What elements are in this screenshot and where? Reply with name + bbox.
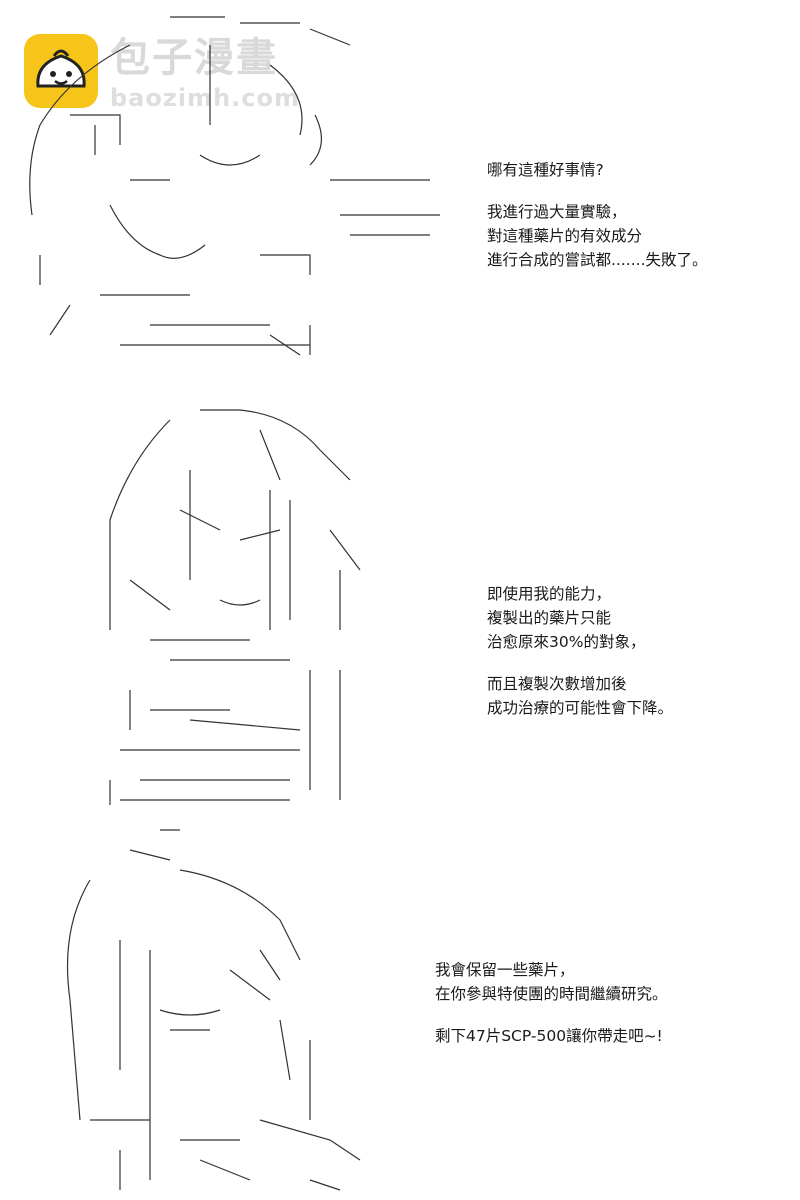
watermark-url: baozimh.com: [110, 84, 300, 112]
dialogue-box-1: 哪有這種好事情? 我進行過大量實驗， 對這種藥片的有效成分 進行合成的嘗試都..…: [487, 158, 708, 272]
dialogue-line: 在你參與特使團的時間繼續研究。: [435, 985, 668, 1003]
dialogue-line: 複製出的藥片只能: [487, 609, 612, 627]
dialogue-line: 進行合成的嘗試都.......失敗了。: [487, 251, 708, 269]
dialogue-line: 對這種藥片的有效成分: [487, 227, 643, 245]
dialogue-line: 我進行過大量實驗，: [487, 203, 627, 221]
dialogue-line: 我會保留一些藥片，: [435, 961, 575, 979]
watermark-title: 包子漫畫: [110, 35, 278, 81]
dialogue-line: 剩下47片SCP-500讓你帶走吧~!: [435, 1027, 663, 1045]
comic-panel-3: 我會保留一些藥片， 在你參與特使團的時間繼續研究。 剩下47片SCP-500讓你…: [0, 815, 800, 1200]
dialogue-line: 而且複製次數增加後: [487, 675, 627, 693]
ascii-art-character-1: [10, 5, 460, 375]
dialogue-line: 成功治療的可能性會下降。: [487, 699, 674, 717]
dialogue-box-2: 即使用我的能力， 複製出的藥片只能 治愈原來30%的對象， 而且複製次數增加後 …: [487, 582, 673, 720]
comic-panel-2: 即使用我的能力， 複製出的藥片只能 治愈原來30%的對象， 而且複製次數增加後 …: [0, 395, 800, 815]
dialogue-line: 治愈原來30%的對象，: [487, 633, 646, 651]
site-watermark: 包子漫畫 baozimh.com: [24, 34, 324, 114]
dialogue-line: 即使用我的能力，: [487, 585, 612, 603]
ascii-art-character-3: [30, 820, 410, 1195]
dialogue-box-3: 我會保留一些藥片， 在你參與特使團的時間繼續研究。 剩下47片SCP-500讓你…: [435, 958, 668, 1048]
ascii-art-character-2: [90, 400, 380, 810]
dialogue-line: 哪有這種好事情?: [487, 161, 604, 179]
comic-panel-1: 哪有這種好事情? 我進行過大量實驗， 對這種藥片的有效成分 進行合成的嘗試都..…: [0, 0, 800, 385]
